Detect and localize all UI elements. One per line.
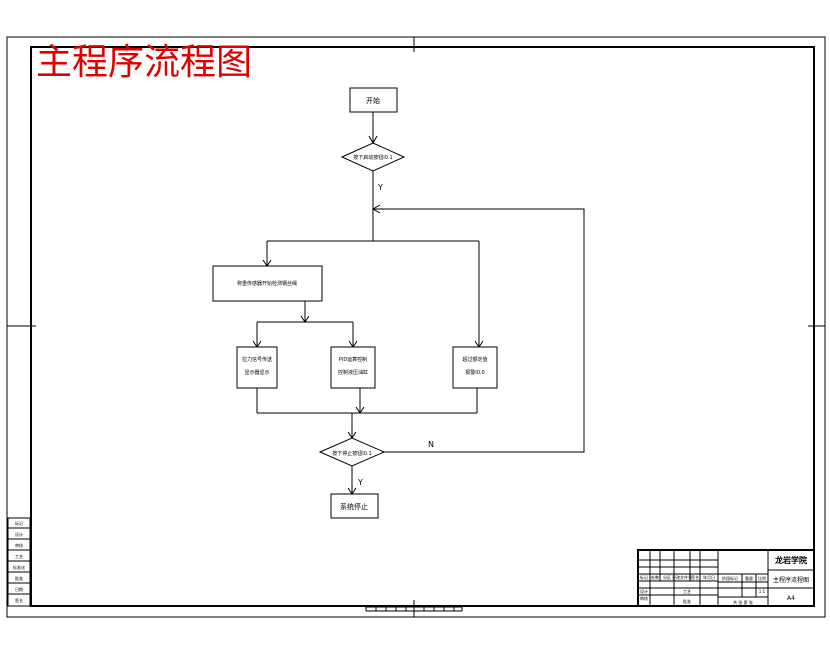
stop-decision-label: 按下停止按钮I0.1 <box>332 450 371 457</box>
side-table-cell: 设计 <box>15 531 23 537</box>
signal-display-label-2: 显示器显示 <box>244 370 269 376</box>
title-block: 龙岩学院 主程序流程图 A4 标记 处数 分区 更改文件号 签名 年月日 设计 … <box>637 549 815 607</box>
signal-display-label-1: 拉力信号传送 <box>242 356 272 363</box>
sheet-size: A4 <box>787 595 795 602</box>
pid-control-label-2: 控制液压油缸 <box>338 369 368 376</box>
stage-header: 阶段标记 <box>722 575 738 581</box>
start-decision-label: 按下启动按钮I0.1 <box>353 154 392 161</box>
signal-display-box[interactable] <box>236 346 278 389</box>
sheet-info: 共 张 第 张 <box>733 599 753 605</box>
yes-label-2: Y <box>357 478 363 487</box>
role-label: 工艺 <box>683 589 691 594</box>
stage-header: 重量 <box>745 575 753 581</box>
drawing-title: 主程序流程图 <box>36 42 252 83</box>
yes-label-1: Y <box>377 183 383 192</box>
row-header: 处数 <box>651 574 659 580</box>
role-label: 设计 <box>640 588 648 594</box>
scale-value: 1:1 <box>759 589 766 594</box>
no-label: N <box>428 440 434 449</box>
row-header: 签名 <box>691 574 699 580</box>
row-header: 分区 <box>663 574 671 580</box>
school-name: 龙岩学院 <box>774 555 807 565</box>
row-header: 标记 <box>640 574 648 580</box>
alarm-box[interactable] <box>452 346 498 389</box>
side-table-cell: 审核 <box>15 542 23 548</box>
role-label: 审核 <box>640 595 648 601</box>
bottom-ruler <box>365 606 463 612</box>
pid-control-box[interactable] <box>330 346 376 389</box>
detect-box[interactable] <box>212 265 323 302</box>
detect-label: 称重传感器开始检测钢丝绳 <box>237 280 297 287</box>
outer-frame <box>6 36 826 618</box>
side-table-cell: 签名 <box>15 597 23 603</box>
start-label: 开始 <box>366 96 380 105</box>
side-table-cell: 标准化 <box>13 564 25 570</box>
role-label: 批准 <box>683 598 691 604</box>
inner-frame <box>30 46 815 607</box>
side-table: 标记 设计 审核 工艺 标准化 批准 日期 签名 <box>7 517 31 607</box>
side-table-cell: 工艺 <box>15 554 23 559</box>
stop-decision[interactable] <box>318 437 386 467</box>
end-label: 系统停止 <box>340 502 368 511</box>
row-header: 更改文件号 <box>672 574 692 580</box>
drawing-name: 主程序流程图 <box>773 576 809 584</box>
alarm-label-2: 报警I0.0 <box>465 369 484 376</box>
loop-back-line <box>373 208 585 453</box>
stage-header: 比例 <box>758 575 766 581</box>
row-header: 年月日 <box>703 574 715 580</box>
end-box[interactable] <box>330 493 379 519</box>
pid-control-label-1: PID运算控制 <box>339 356 367 363</box>
side-table-cell: 批准 <box>15 575 23 581</box>
alarm-label-1: 超过额定值 <box>462 356 487 363</box>
start-decision[interactable] <box>340 142 406 172</box>
side-table-cell: 日期 <box>15 586 23 592</box>
side-table-cell: 标记 <box>15 520 23 526</box>
